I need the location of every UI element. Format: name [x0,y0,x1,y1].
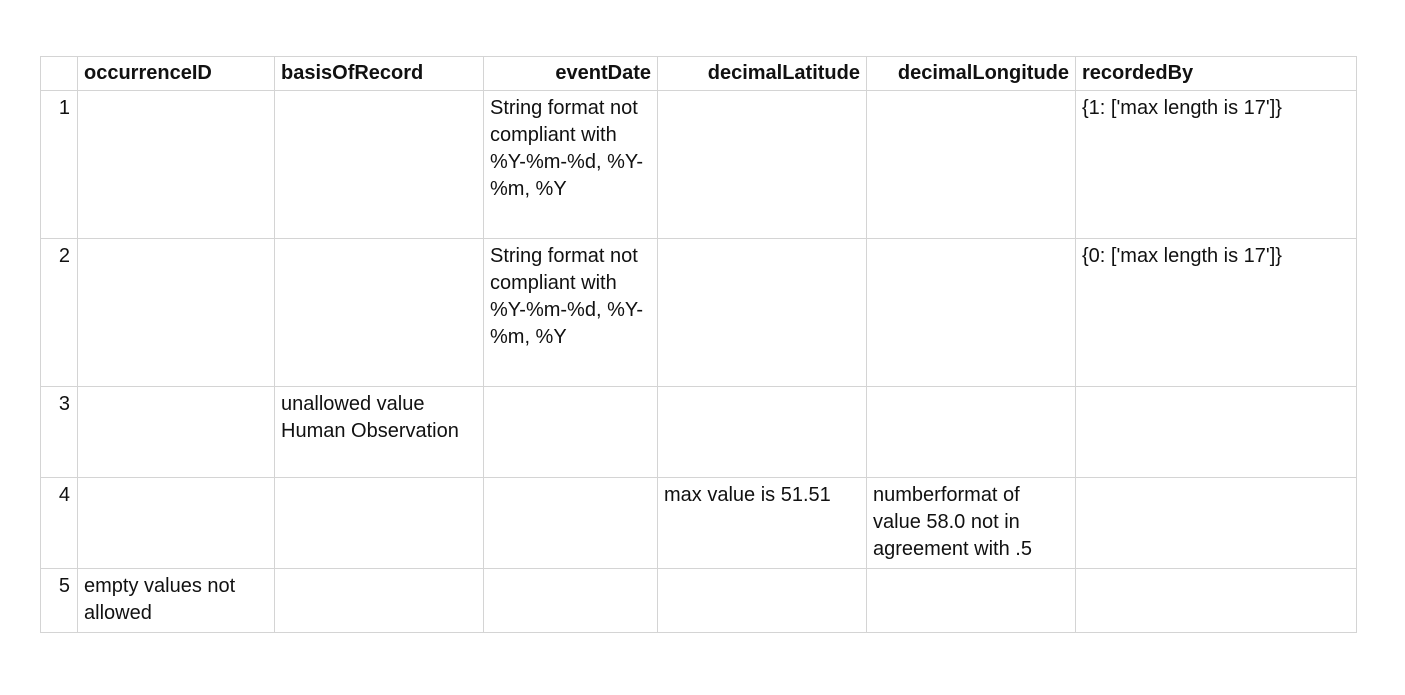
cell-basisofrecord[interactable] [274,477,484,569]
row-number[interactable]: 1 [40,90,78,239]
cell-decimallongitude[interactable]: numberformat of value 58.0 not in agreem… [866,477,1076,569]
cell-decimallatitude[interactable]: max value is 51.51 [657,477,867,569]
cell-eventdate[interactable] [483,568,658,633]
header-occurrenceid[interactable]: occurrenceID [77,56,275,91]
table-row: 2 String format not compliant with %Y-%m… [40,238,1357,387]
header-rownum[interactable] [40,56,78,91]
cell-occurrenceid[interactable] [77,477,275,569]
cell-recordedby[interactable] [1075,568,1357,633]
cell-decimallongitude[interactable] [866,238,1076,387]
cell-decimallatitude[interactable] [657,238,867,387]
cell-decimallatitude[interactable] [657,386,867,478]
cell-decimallongitude[interactable] [866,90,1076,239]
cell-basisofrecord[interactable] [274,90,484,239]
table-row: 1 String format not compliant with %Y-%m… [40,90,1357,239]
cell-basisofrecord[interactable] [274,568,484,633]
header-basisofrecord[interactable]: basisOfRecord [274,56,484,91]
cell-recordedby[interactable]: {0: ['max length is 17']} [1075,238,1357,387]
table-row: 5 empty values not allowed [40,568,1357,633]
header-recordedby[interactable]: recordedBy [1075,56,1357,91]
header-row: occurrenceID basisOfRecord eventDate dec… [40,56,1357,91]
cell-eventdate[interactable]: String format not compliant with %Y-%m-%… [483,238,658,387]
cell-decimallongitude[interactable] [866,386,1076,478]
cell-occurrenceid[interactable] [77,386,275,478]
header-decimallongitude[interactable]: decimalLongitude [866,56,1076,91]
cell-decimallongitude[interactable] [866,568,1076,633]
cell-recordedby[interactable] [1075,477,1357,569]
validation-table: occurrenceID basisOfRecord eventDate dec… [40,56,1357,633]
cell-eventdate[interactable]: String format not compliant with %Y-%m-%… [483,90,658,239]
row-number[interactable]: 5 [40,568,78,633]
cell-recordedby[interactable] [1075,386,1357,478]
table-row: 3 unallowed value Human Observation [40,386,1357,478]
header-decimallatitude[interactable]: decimalLatitude [657,56,867,91]
cell-basisofrecord[interactable]: unallowed value Human Observation [274,386,484,478]
cell-decimallatitude[interactable] [657,90,867,239]
cell-eventdate[interactable] [483,477,658,569]
cell-basisofrecord[interactable] [274,238,484,387]
header-eventdate[interactable]: eventDate [483,56,658,91]
row-number[interactable]: 2 [40,238,78,387]
cell-decimallatitude[interactable] [657,568,867,633]
cell-occurrenceid[interactable]: empty values not allowed [77,568,275,633]
cell-occurrenceid[interactable] [77,90,275,239]
cell-occurrenceid[interactable] [77,238,275,387]
cell-eventdate[interactable] [483,386,658,478]
table-row: 4 max value is 51.51 numberformat of val… [40,477,1357,569]
row-number[interactable]: 3 [40,386,78,478]
row-number[interactable]: 4 [40,477,78,569]
cell-recordedby[interactable]: {1: ['max length is 17']} [1075,90,1357,239]
